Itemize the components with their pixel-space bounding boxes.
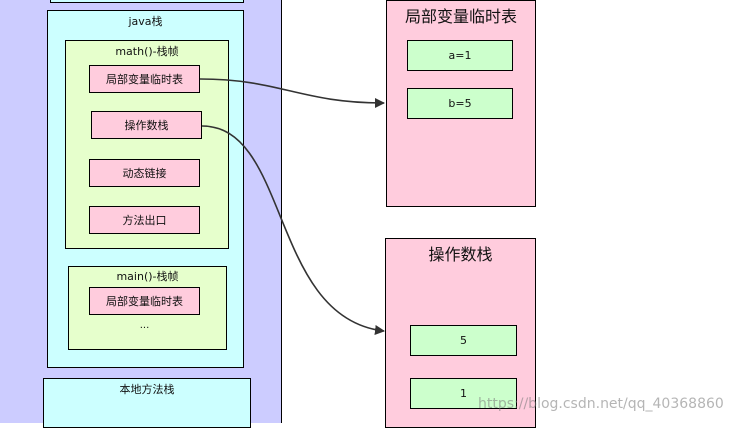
arrow-local-var-table bbox=[199, 78, 385, 108]
math-operand-stack: 操作数栈 bbox=[91, 111, 202, 139]
local-var-entry-a: a=1 bbox=[407, 40, 513, 71]
main-frame-ellipsis: ... bbox=[139, 319, 150, 331]
math-dynamic-linking: 动态链接 bbox=[89, 159, 200, 187]
main-frame-title: main()-栈帧 bbox=[116, 270, 179, 283]
java-stack-title: java栈 bbox=[128, 15, 163, 28]
native-method-stack: 本地方法栈 bbox=[43, 378, 251, 428]
region-right-border bbox=[281, 0, 282, 423]
operand-stack-entry-top: 5 bbox=[410, 325, 517, 356]
math-local-var-table: 局部变量临时表 bbox=[89, 65, 200, 93]
math-frame-title: math()-栈帧 bbox=[115, 45, 179, 58]
native-method-stack-title: 本地方法栈 bbox=[119, 383, 175, 396]
math-method-exit: 方法出口 bbox=[89, 206, 200, 234]
arrow-operand-stack bbox=[201, 125, 385, 335]
operand-stack-entry-bottom: 1 bbox=[410, 378, 517, 409]
local-var-entry-b: b=5 bbox=[407, 88, 513, 119]
main-local-var-table: 局部变量临时表 bbox=[89, 287, 200, 315]
local-var-table-panel-title: 局部变量临时表 bbox=[404, 7, 517, 26]
operand-stack-panel-title: 操作数栈 bbox=[428, 245, 493, 264]
watermark: https://blog.csdn.net/qq_40368860 bbox=[478, 396, 724, 412]
top-cut-box bbox=[50, 0, 244, 3]
